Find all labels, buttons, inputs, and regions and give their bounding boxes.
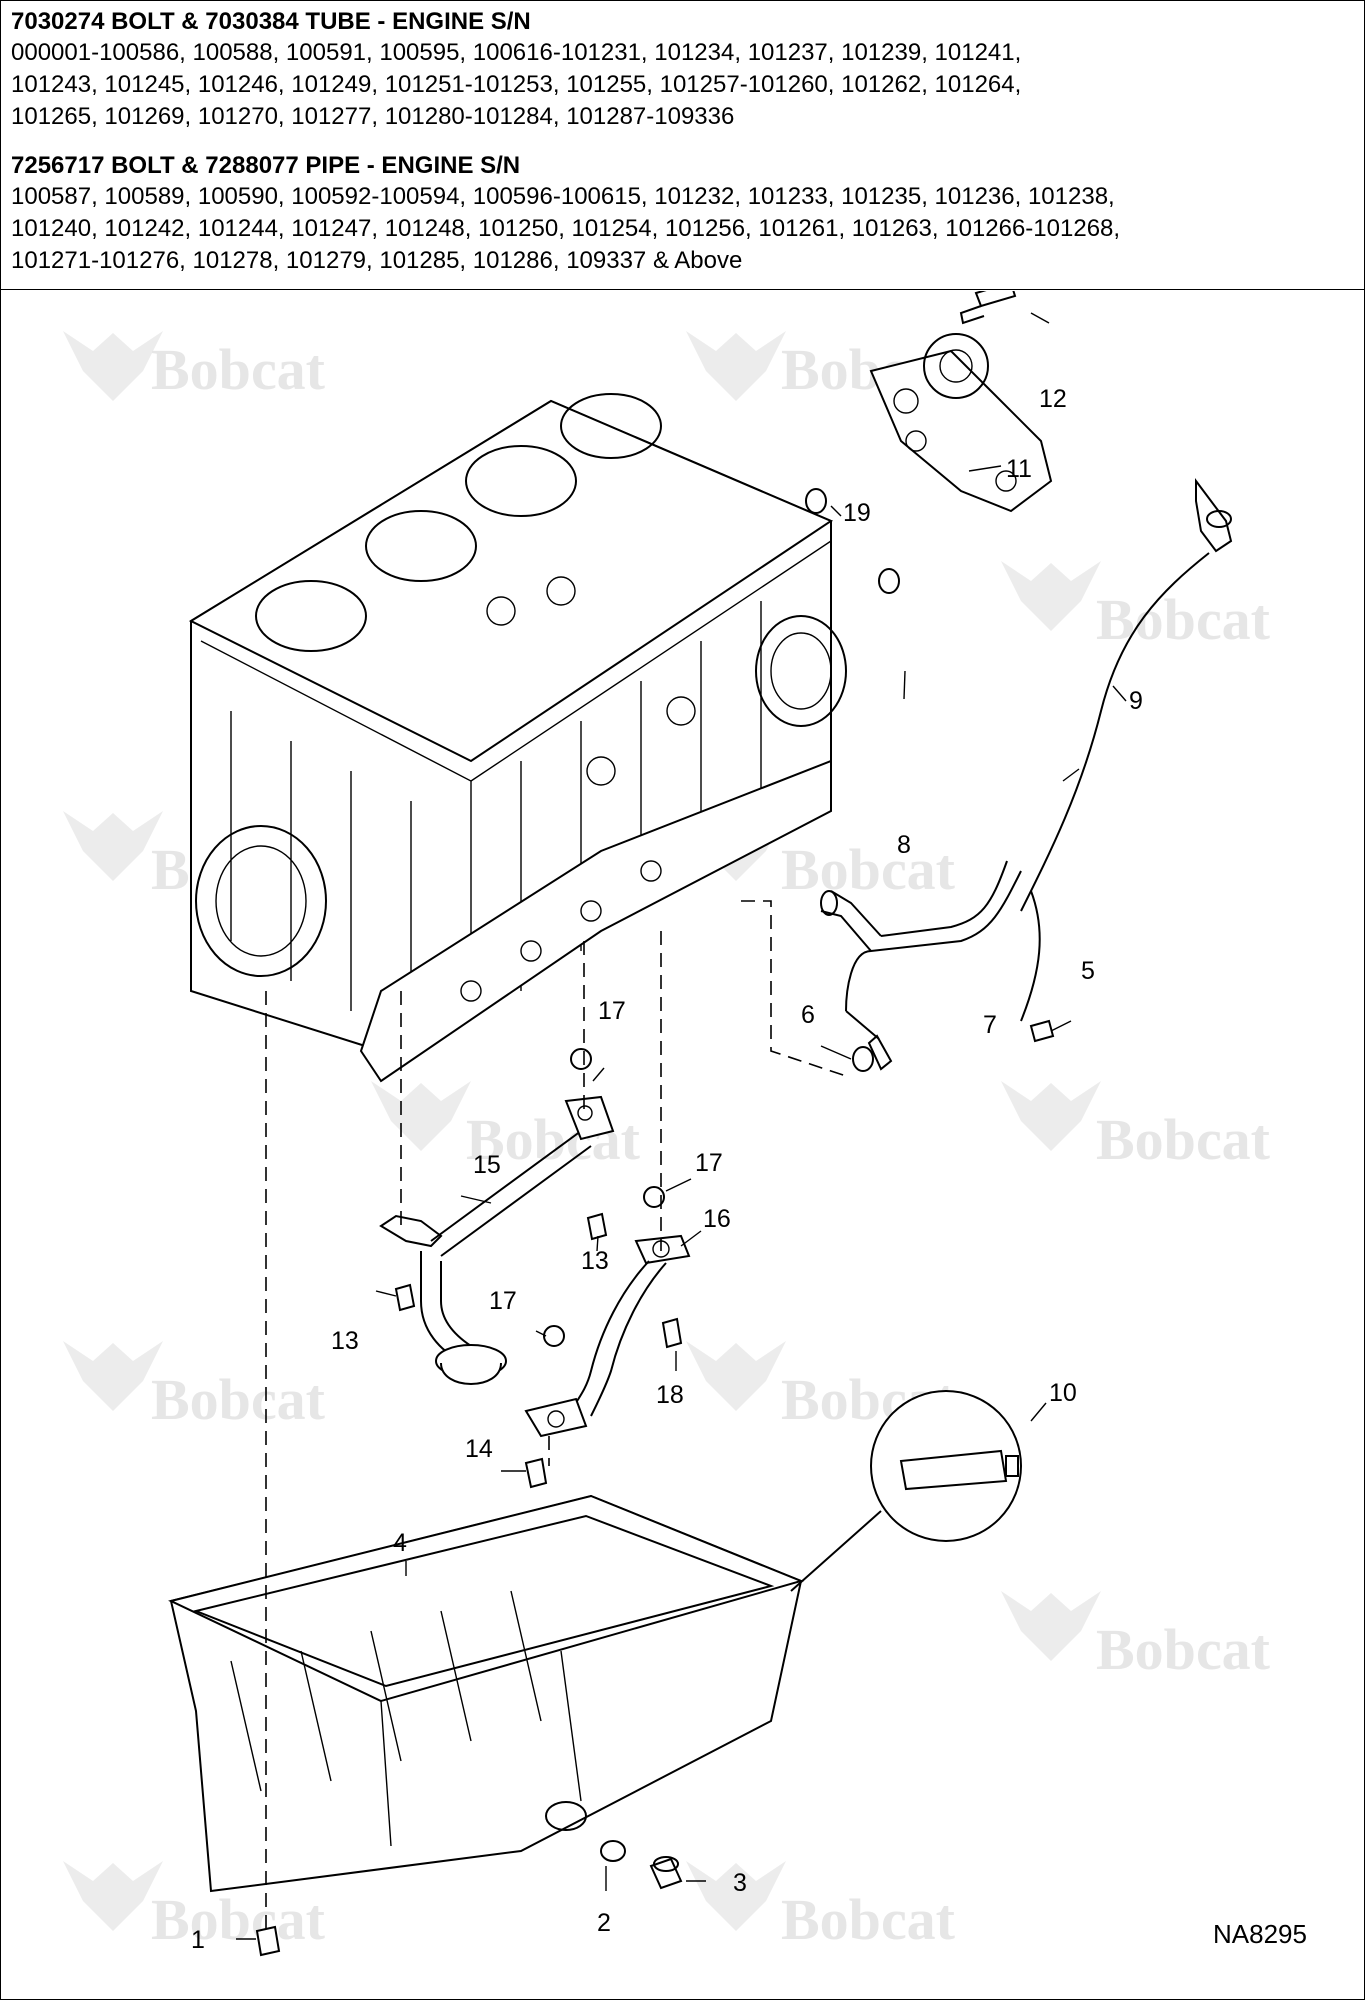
callout-17-right: 17: [695, 1149, 723, 1177]
callout-1: 1: [191, 1926, 205, 1954]
section-2-line: 101240, 101242, 101244, 101247, 101248, …: [11, 215, 1121, 242]
bobcat-watermark: Bobcat: [63, 331, 326, 402]
callout-7: 7: [983, 1011, 997, 1039]
o-ring-17-lower: [543, 1325, 565, 1347]
section-1-line: 000001-100586, 100588, 100591, 100595, 1…: [11, 39, 1022, 66]
bolt-1: [255, 1925, 281, 1957]
bobcat-watermark: Bobcat: [1001, 1591, 1271, 1682]
watermark-group: Bobcat Bobcat Bobcat Bobcat Bobcat: [63, 331, 1271, 1952]
watermark-text: Bobcat: [1096, 587, 1271, 652]
o-ring-17-top: [570, 1048, 592, 1070]
drain-o-ring-2: [600, 1840, 626, 1862]
serial-section-2: 7256717 BOLT & 7288077 PIPE - ENGINE S/N…: [11, 151, 1120, 277]
bolt-14: [524, 1457, 548, 1489]
bobcat-watermark: Bobcat: [63, 1341, 326, 1432]
pipe-flange-15: [564, 1095, 615, 1141]
callout-18: 18: [656, 1381, 684, 1409]
section-2-line: 100587, 100589, 100590, 100592-100594, 1…: [11, 183, 1115, 210]
bobcat-watermark: Bobcat: [371, 1081, 641, 1172]
dipstick: [1020, 478, 1233, 912]
callout-5: 5: [1081, 957, 1095, 985]
serial-number-header: 7030274 BOLT & 7030384 TUBE - ENGINE S/N…: [1, 1, 1364, 290]
callout-17-lower: 17: [489, 1287, 517, 1315]
bolt-13-right: [586, 1212, 608, 1241]
oil-pump: [869, 333, 1053, 513]
bobcat-watermark: Bobcat: [1001, 1081, 1271, 1172]
callout-10: 10: [1049, 1379, 1077, 1407]
oil-pipe-16: [524, 1234, 691, 1438]
callout-9: 9: [1129, 687, 1143, 715]
exploded-view-diagram: Bobcat Bobcat Bobcat Bobcat Bobcat: [63, 291, 1307, 1957]
pump-bolt: [959, 291, 1017, 325]
bobcat-watermark: Bobcat: [1001, 561, 1271, 652]
watermark-text: Bobcat: [1096, 1617, 1271, 1682]
watermark-text: Bobcat: [151, 1367, 326, 1432]
callout-8: 8: [897, 831, 911, 859]
callout-14: 14: [465, 1435, 493, 1463]
callout-11: 11: [1006, 455, 1032, 483]
drawing-reference: NA8295: [1213, 1919, 1307, 1949]
section-1-title: 7030274 BOLT & 7030384 TUBE - ENGINE S/N: [11, 8, 531, 35]
callout-13-left: 13: [331, 1327, 359, 1355]
o-ring-17-right: [643, 1186, 665, 1208]
callout-12: 12: [1039, 385, 1067, 413]
suction-pipe: [379, 1130, 592, 1385]
drain-plug-3: [649, 1856, 683, 1890]
callout-16: 16: [703, 1205, 731, 1233]
serial-section-1: 7030274 BOLT & 7030384 TUBE - ENGINE S/N…: [11, 7, 1021, 133]
callout-17-top: 17: [598, 997, 626, 1025]
dipstick-tube: [820, 860, 1041, 1071]
section-1-line: 101243, 101245, 101246, 101249, 101251-1…: [11, 71, 1022, 98]
sealant-detail-circle: [790, 1390, 1022, 1592]
watermark-text: Bobcat: [1096, 1107, 1271, 1172]
bolt-13-left: [394, 1283, 416, 1312]
engine-block: [188, 393, 847, 1083]
callout-13-right: 13: [581, 1247, 609, 1275]
oil-pan: [168, 1494, 805, 1893]
callout-3: 3: [733, 1869, 747, 1897]
watermark-text: Bobcat: [781, 837, 956, 902]
callout-19: 19: [843, 499, 871, 527]
callout-2: 2: [597, 1909, 611, 1937]
assembly-lines: [265, 900, 847, 1931]
leader-lines: [236, 312, 1127, 1940]
bobcat-watermark: Bobcat: [686, 1861, 956, 1952]
watermark-text: Bobcat: [781, 1887, 956, 1952]
section-2-title: 7256717 BOLT & 7288077 PIPE - ENGINE S/N: [11, 152, 521, 179]
bobcat-watermark: Bobcat: [63, 1861, 326, 1952]
callout-labels: 12 11 19 9 8 5 6 7 17 15 17 16 13 17 13 …: [191, 385, 1307, 1954]
section-2-line: 101271-101276, 101278, 101279, 101285, 1…: [11, 247, 743, 274]
callout-4: 4: [393, 1529, 407, 1557]
watermark-text: Bobcat: [466, 1107, 641, 1172]
section-1-line: 101265, 101269, 101270, 101277, 101280-1…: [11, 103, 735, 130]
tube-bolt-5: [1029, 1019, 1055, 1043]
watermark-text: Bobcat: [151, 337, 326, 402]
callout-15: 15: [473, 1151, 501, 1179]
callout-6: 6: [801, 1001, 815, 1029]
o-ring-6: [852, 1046, 874, 1072]
watermark-text: Bobcat: [151, 1887, 326, 1952]
bolt-18: [661, 1317, 683, 1349]
o-rings-19: [805, 488, 900, 594]
